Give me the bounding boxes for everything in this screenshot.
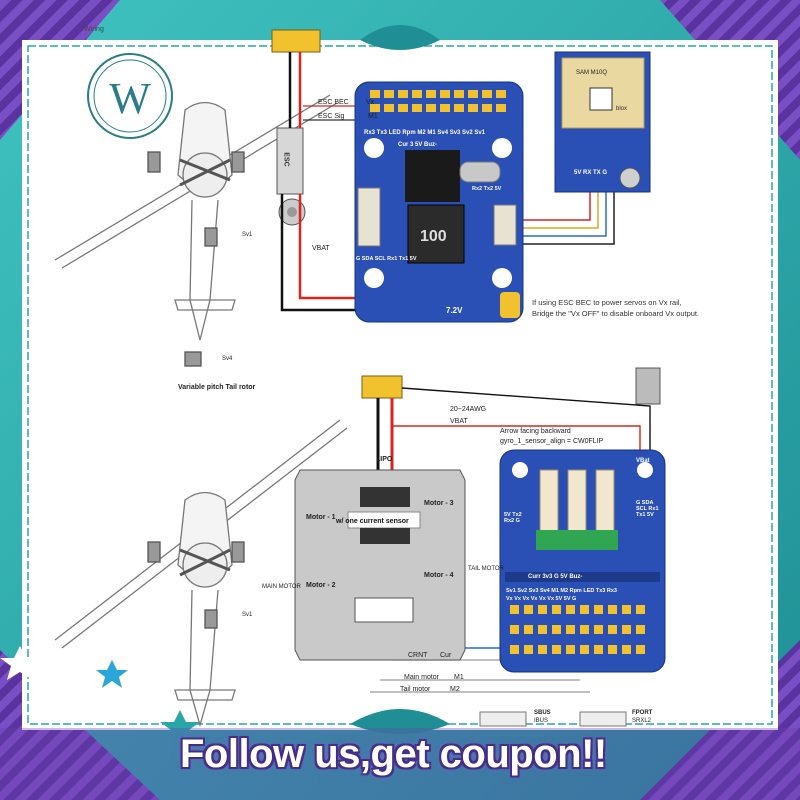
helicopter-bottom-drawing bbox=[54, 419, 348, 728]
vbat-label-top: VBAT bbox=[312, 245, 330, 252]
fc-row2-pins-label: Vx Vx Vx Vx Vx Vx 5V 5V G bbox=[506, 596, 577, 602]
banner-background bbox=[0, 728, 800, 800]
vx-label-top: Vx bbox=[366, 99, 375, 106]
lipo-label: LIPO bbox=[376, 456, 393, 463]
receiver-sbus-name: SBUS bbox=[534, 710, 551, 716]
servo-label-sv1-bottom: Sv1 bbox=[242, 612, 253, 618]
servo-label-sv1-top: Sv1 bbox=[242, 232, 253, 238]
logo-letter: W bbox=[109, 74, 151, 123]
receiver-connector-sbus bbox=[479, 711, 527, 727]
receiver-connector-fport bbox=[579, 711, 627, 727]
decorative-ornaments bbox=[0, 25, 450, 744]
brand-logo bbox=[87, 53, 173, 139]
cur-label: Cur bbox=[440, 652, 452, 659]
fc-bottom-label-top: Cur 3 5V Buz- bbox=[398, 142, 438, 148]
bec-note-line2: Bridge the "Vx OFF" to disable onboard V… bbox=[532, 309, 700, 318]
wires-top bbox=[280, 52, 615, 312]
receiver-sbus-sub: IBUS bbox=[534, 718, 549, 724]
fc-row-pins-label: Sv1 Sv2 Sv3 Sv4 M1 M2 Rpm LED Tx3 Rx3 bbox=[506, 588, 617, 594]
arrow-note: Arrow facing backward bbox=[500, 428, 571, 435]
servo-connector-right bbox=[635, 367, 661, 405]
fc-voltage-label: 7.2V bbox=[446, 306, 463, 315]
fc-top-pins-label: Rx3 Tx3 LED Rpm M2 M1 Sv4 Sv3 Sv2 Sv1 bbox=[364, 130, 486, 136]
battery-connector-top bbox=[271, 29, 321, 53]
fc-right-pins-label: Rx2 Tx2 5V bbox=[472, 186, 502, 192]
esc-name-label: ESC bbox=[282, 152, 290, 167]
tail-motor-side-label: TAIL MOTOR bbox=[468, 566, 504, 572]
flight-controller-bottom bbox=[499, 449, 666, 673]
helicopter-top-drawing bbox=[54, 94, 338, 367]
fc-left-pins-label: 5V Tx2 Rx2 G bbox=[504, 512, 522, 524]
main-motor-side-label: MAIN MOTOR bbox=[262, 584, 301, 590]
fc-side-pins-label: G SDA SCL Rx1 Tx1 5V bbox=[356, 256, 417, 262]
crnt-label: CRNT bbox=[408, 652, 428, 659]
tail-motor-label: Tail motor bbox=[400, 686, 431, 693]
esc-sig-label: ESC Sig bbox=[318, 113, 345, 120]
four-in-one-esc bbox=[294, 469, 466, 661]
gps-module-label: SAM M10Q bbox=[576, 70, 608, 76]
main-motor-label: Main motor bbox=[404, 674, 440, 681]
receiver-fport-name: FPORT bbox=[632, 710, 653, 716]
vbat-label-bottom: VBAT bbox=[450, 418, 468, 425]
esc-bec-label: ESC BEC bbox=[318, 99, 349, 106]
m1-label-top: M1 bbox=[368, 113, 378, 120]
esc-motor2-label: Motor - 2 bbox=[306, 582, 336, 589]
servo-label-sv4-top: Sv4 bbox=[222, 356, 233, 362]
gyro-setting: gyro_1_sensor_align = CW0FLIP bbox=[500, 438, 604, 445]
flight-controller-top bbox=[354, 81, 524, 323]
fc-bottom-pin-grid bbox=[510, 605, 645, 654]
battery-connector-bottom bbox=[361, 375, 403, 399]
fc-inductor-label: 100 bbox=[420, 228, 447, 245]
m2-label-bottom: M2 bbox=[450, 686, 460, 693]
fc-top-pin-row bbox=[370, 90, 506, 112]
esc-motor4-label: Motor - 4 bbox=[424, 572, 454, 579]
esc-motor1-label: Motor - 1 bbox=[306, 514, 336, 521]
bec-note-line1: If using ESC BEC to power servos on Vx r… bbox=[532, 298, 682, 307]
promo-banner[interactable]: Follow us,get coupon!! bbox=[180, 732, 607, 776]
fc-right-pins-label-bottom: G SDA SCL Rx1 Tx1 5V bbox=[636, 500, 659, 518]
receiver-fport-sub: SRXL2 bbox=[632, 718, 652, 724]
gps-module bbox=[554, 51, 651, 193]
gps-pins-label: 5V RX TX G bbox=[574, 170, 608, 176]
esc-module bbox=[276, 127, 306, 226]
m1-label-bottom: M1 bbox=[454, 674, 464, 681]
fc-corner-label: VBat bbox=[636, 458, 650, 464]
top-caption: Wiring bbox=[84, 26, 104, 33]
gps-brand-label: blox bbox=[616, 106, 628, 112]
esc-motor3-label: Motor - 3 bbox=[424, 500, 454, 507]
fc-header-pins-label: Curr 3v3 G 5V Buz- bbox=[528, 574, 583, 580]
esc-sensor-label: w/ one current sensor bbox=[336, 518, 409, 525]
wire-gauge-label: 20~24AWG bbox=[450, 406, 487, 413]
tail-rotor-caption: Variable pitch Tail rotor bbox=[178, 384, 256, 391]
